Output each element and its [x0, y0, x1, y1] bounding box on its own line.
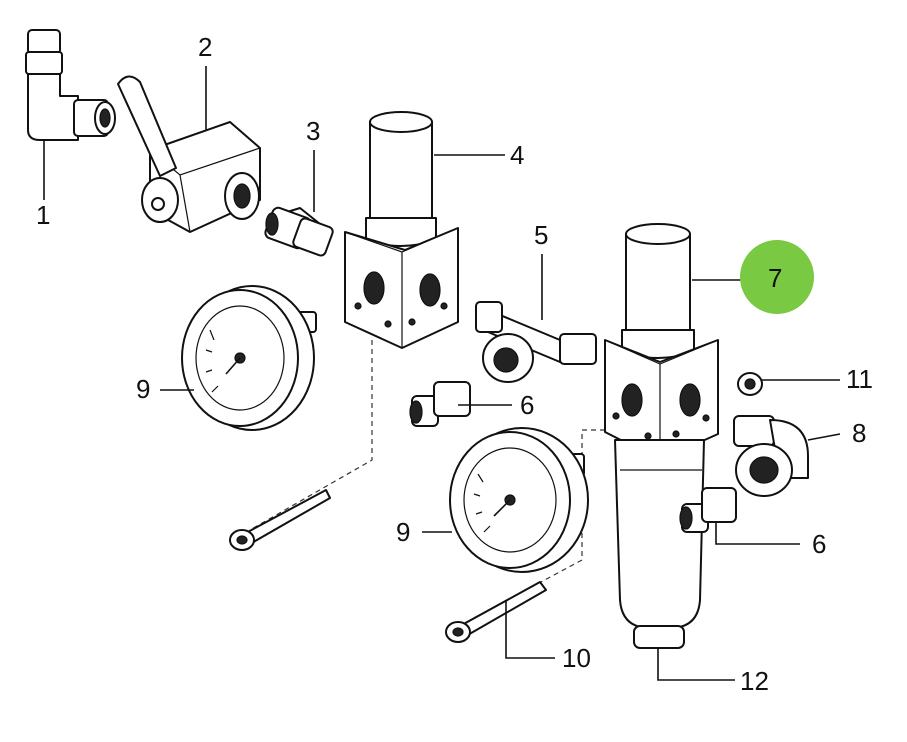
part-1-elbow-fitting[interactable]: [25, 29, 116, 141]
callout-6-upper[interactable]: 6: [520, 390, 534, 420]
highlight-circle: [740, 240, 814, 314]
callout-4[interactable]: 4: [510, 140, 524, 170]
part-4-regulator[interactable]: [344, 111, 459, 349]
callout-9-upper[interactable]: 9: [136, 374, 150, 404]
part-7-filter-regulator[interactable]: [604, 223, 719, 461]
callout-12[interactable]: 12: [740, 666, 769, 696]
callout-2[interactable]: 2: [198, 32, 212, 62]
callout-6-lower[interactable]: 6: [812, 529, 826, 559]
part-5-tee-fitting[interactable]: [475, 301, 597, 383]
callout-7[interactable]: 7: [768, 263, 782, 293]
callout-5[interactable]: 5: [534, 220, 548, 250]
part-9-gauge-upper[interactable]: [181, 285, 317, 431]
callout-3[interactable]: 3: [306, 116, 320, 146]
callout-9-lower[interactable]: 9: [396, 517, 410, 547]
part-12-filter-bowl[interactable]: [614, 439, 705, 649]
part-2-ball-valve[interactable]: [117, 75, 261, 233]
callout-labels: 1 2 3 4 5 6 7 8 9 9 10 11 6 12: [36, 32, 873, 696]
part-10-bolts[interactable]: [229, 489, 547, 643]
callout-10[interactable]: 10: [562, 643, 591, 673]
part-8-elbow[interactable]: [733, 415, 809, 497]
part-3-nipple[interactable]: [264, 206, 334, 257]
part-11-plug[interactable]: [737, 372, 763, 396]
leader-lines: [43, 66, 841, 681]
callout-11[interactable]: 11: [846, 364, 873, 394]
part-6-nipple-lower[interactable]: [679, 487, 737, 533]
callout-8[interactable]: 8: [852, 418, 866, 448]
part-6-nipple-upper[interactable]: [409, 381, 471, 427]
callout-1[interactable]: 1: [36, 200, 50, 230]
part-9-gauge-lower[interactable]: [449, 427, 589, 573]
